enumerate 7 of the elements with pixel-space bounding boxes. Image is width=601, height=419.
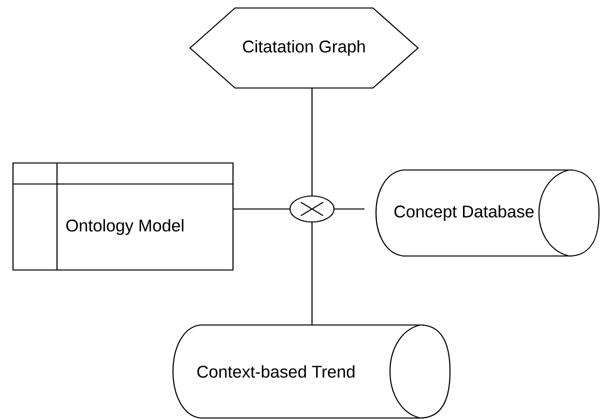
connector-line	[334, 208, 364, 210]
hexagon-node: Citatation Graph	[189, 7, 419, 89]
connector-line	[311, 222, 313, 324]
connector-line	[311, 88, 313, 196]
xor-circle	[289, 195, 335, 223]
connector-line	[234, 208, 290, 210]
table-box: Ontology Model	[12, 162, 234, 271]
